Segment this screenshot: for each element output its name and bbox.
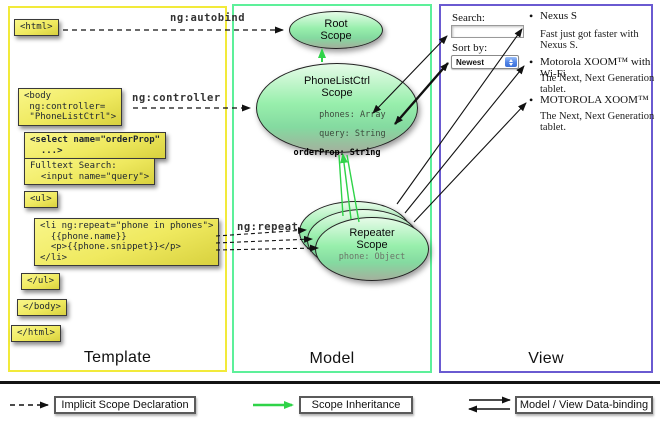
list-item-desc: The Next, Next Generation tablet. — [540, 111, 655, 133]
code-li-repeat: <li ng:repeat="phone in phones"> {{phone… — [34, 218, 220, 266]
list-item-title: MOTOROLA XOOM™ — [529, 93, 649, 108]
phonelistctrl-scope-ellipse: PhoneListCtrl Scope phones: Array query:… — [256, 63, 418, 157]
list-item-desc: The Next, Next Generation tablet. — [540, 73, 655, 95]
sort-select-value: Newest — [456, 58, 485, 67]
label-ng-controller: ng:controller — [132, 92, 221, 104]
select-stepper-icon — [505, 57, 517, 67]
code-select: <select name="orderProp" ...> — [24, 132, 167, 159]
label-ng-repeat: ng:repeat — [237, 221, 299, 233]
list-item-title: Motorola XOOM™ with Wi-Fi — [529, 55, 660, 80]
search-label: Search: — [452, 12, 485, 24]
repeater-scope-title: Repeater Scope — [349, 227, 395, 251]
list-item-desc: Fast just got faster with Nexus S. — [540, 29, 639, 51]
legend-implicit-scope: Implicit Scope Declaration — [54, 396, 196, 414]
view-panel-label: View — [528, 350, 564, 367]
repeater-scope-props: phone: Object — [338, 252, 406, 262]
code-body-close: </body> — [17, 299, 67, 316]
sort-select[interactable]: Newest — [451, 55, 519, 69]
code-html-close: </html> — [11, 325, 61, 342]
prop-orderprop: orderProp: String — [293, 147, 381, 158]
legend-scope-inheritance: Scope Inheritance — [299, 396, 413, 414]
code-fulltext: Fulltext Search: <input name="query"> — [24, 158, 156, 185]
phonelistctrl-scope-title: PhoneListCtrl Scope — [303, 75, 371, 99]
sort-by-label: Sort by: — [452, 42, 488, 54]
code-html-open: <html> — [14, 19, 59, 36]
template-panel: Template — [8, 6, 227, 372]
legend-data-binding: Model / View Data-binding — [515, 396, 653, 414]
repeater-scope-ellipse: Repeater Scope phone: Object — [315, 217, 429, 281]
root-scope-title: Root Scope — [320, 18, 352, 42]
list-item-title: Nexus S — [529, 9, 577, 24]
model-panel-label: Model — [309, 350, 355, 367]
code-ul-open: <ul> — [24, 191, 58, 208]
code-body-open: <body ng:controller= "PhoneListCtrl"> — [18, 88, 123, 126]
phonelistctrl-scope-props: phones: Array query: String orderProp: S… — [257, 101, 417, 177]
legend-separator — [0, 381, 660, 384]
model-panel: Model — [232, 4, 432, 373]
label-ng-autobind: ng:autobind — [170, 12, 246, 24]
code-ul-close: </ul> — [21, 273, 61, 290]
search-input[interactable] — [451, 25, 524, 38]
template-panel-label: Template — [83, 349, 152, 366]
root-scope-ellipse: Root Scope — [289, 11, 383, 49]
prop-query: query: String — [319, 128, 386, 139]
prop-phones: phones: Array — [319, 109, 386, 120]
